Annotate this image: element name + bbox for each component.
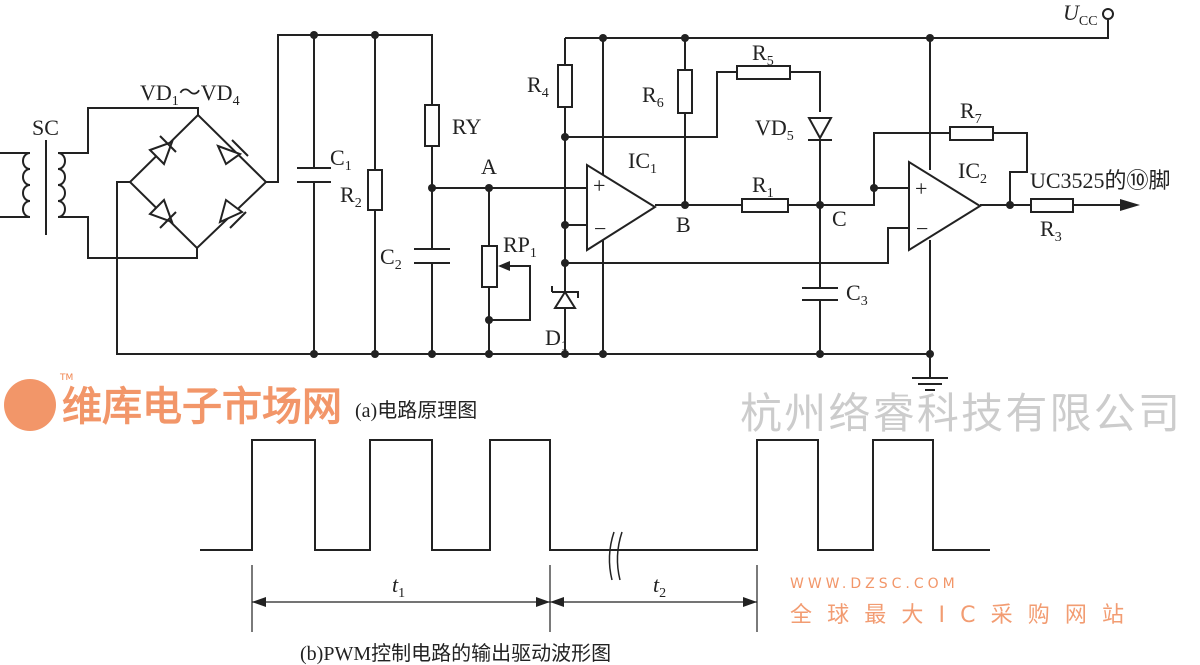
resistor-r4: R4: [527, 64, 573, 108]
capacitor-c1: C1: [297, 145, 352, 183]
svg-text:RP1: RP1: [503, 232, 537, 261]
node-b-label: B: [676, 212, 691, 237]
resistor-r6: R6: [642, 69, 693, 114]
t2-label: t2: [653, 572, 666, 601]
watermark-brand: 维库电子市场网: [62, 384, 342, 430]
svg-text:D1: D1: [545, 325, 568, 354]
zener-diode-d1: D1: [545, 286, 579, 354]
svg-text:UCC: UCC: [1063, 0, 1098, 29]
ucc-terminal: UCC: [1063, 0, 1114, 29]
caption-a: (a)电路原理图: [355, 399, 477, 422]
svg-text:+: +: [593, 173, 605, 198]
label-sc: SC: [32, 115, 59, 140]
diode-vd5: VD5: [755, 115, 833, 144]
dzsc-logo-icon: [4, 379, 56, 431]
output-label: UC3525的⑩脚: [1030, 168, 1171, 193]
opamp-ic1: + − IC1: [586, 148, 657, 252]
node-a-label: A: [481, 154, 497, 179]
watermark-slogan: 全球最大IC采购网站: [790, 603, 1140, 628]
svg-text:R7: R7: [960, 98, 982, 127]
svg-text:+: +: [915, 176, 927, 201]
bridge-rectifier: VD1～VD4: [128, 80, 268, 250]
svg-text:C3: C3: [846, 280, 868, 309]
svg-text:R5: R5: [752, 40, 774, 69]
resistor-r5: R5: [736, 40, 791, 80]
resistor-r3: R3: [1030, 198, 1074, 245]
resistor-r1: R1: [741, 172, 789, 213]
resistor-ry: RY: [424, 104, 481, 147]
pwm-waveform: t1 t2: [200, 439, 990, 632]
svg-text:R1: R1: [752, 172, 774, 201]
opamp-ic2: + − IC2: [908, 158, 987, 252]
svg-text:R2: R2: [340, 182, 362, 211]
t1-label: t1: [392, 572, 405, 601]
svg-text:IC1: IC1: [628, 148, 657, 177]
watermark-company: 杭州络睿科技有限公司: [740, 389, 1180, 438]
caption-b: (b)PWM控制电路的输出驱动波形图: [300, 642, 611, 665]
break-mark-icon: [608, 531, 623, 581]
svg-text:−: −: [594, 216, 606, 241]
node-c-label: C: [832, 206, 847, 231]
svg-text:C1: C1: [330, 145, 352, 174]
svg-text:−: −: [916, 216, 928, 241]
resistor-r2: R2: [340, 169, 383, 211]
svg-text:R6: R6: [642, 82, 664, 111]
svg-text:C2: C2: [380, 244, 402, 273]
junction-dots: [310, 31, 1014, 358]
watermark-tm: TM: [59, 373, 73, 383]
svg-text:RY: RY: [452, 114, 481, 139]
capacitor-c3: C3: [802, 280, 868, 309]
capacitor-c2: C2: [380, 244, 450, 273]
transformer-sc: SC: [0, 107, 199, 259]
resistor-r7: R7: [949, 98, 994, 141]
svg-text:R4: R4: [527, 72, 549, 101]
label-vd1-vd4: VD1～VD4: [140, 80, 240, 109]
svg-text:VD5: VD5: [755, 115, 794, 144]
potentiometer-rp1: RP1: [481, 232, 537, 288]
svg-text:IC2: IC2: [958, 158, 987, 187]
watermark-url: WWW.DZSC.COM: [790, 576, 959, 592]
watermark: TM 维库电子市场网 杭州络睿科技有限公司 WWW.DZSC.COM 全球最大I…: [4, 373, 1180, 628]
svg-text:R3: R3: [1040, 216, 1062, 245]
